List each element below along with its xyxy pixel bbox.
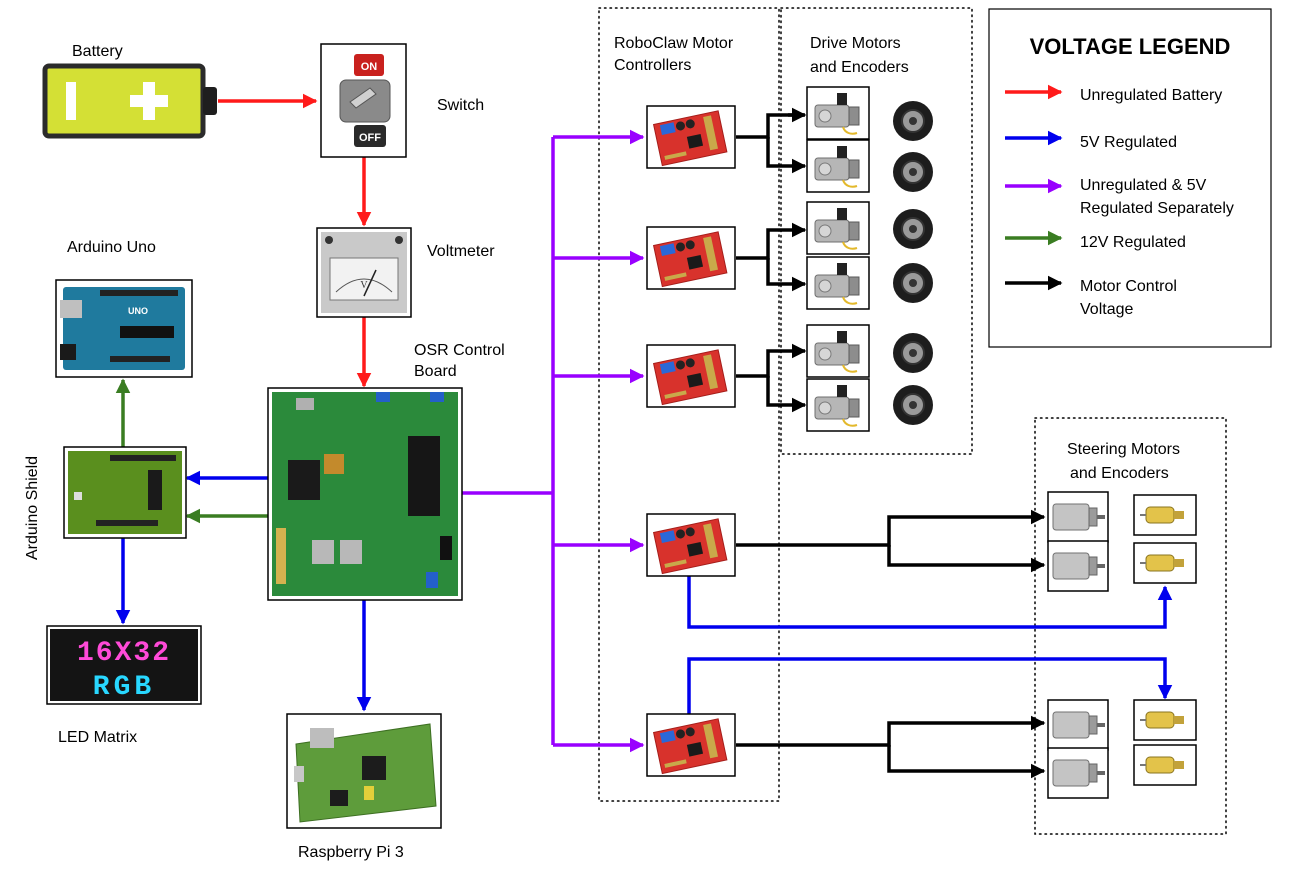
steering-group-label-1: Steering Motors — [1067, 441, 1180, 458]
wire-roboclaw-1-drive — [736, 113, 804, 139]
roboclaw-group-label-1: RoboClaw Motor — [614, 35, 734, 52]
wire-roboclaw-2-drive-bottom — [766, 258, 807, 292]
led-matrix: 16X32 RGB — [46, 625, 202, 705]
steering-group-label-2: and Encoders — [1070, 465, 1169, 482]
steering-encoder-3 — [1133, 699, 1197, 741]
voltmeter: V — [316, 227, 412, 318]
wire-roboclaw-5-encoder — [687, 657, 1173, 716]
raspberry-pi — [286, 713, 442, 829]
drive-motor-1 — [806, 86, 870, 140]
drive-wheel-3 — [892, 208, 934, 250]
legend-separately-label-2: Regulated Separately — [1080, 200, 1234, 217]
raspberry-pi-label: Raspberry Pi 3 — [298, 844, 404, 861]
control-board-label-1: OSR Control — [414, 342, 505, 359]
drive-wheel-1 — [892, 100, 934, 142]
wire-roboclaw-3-drive-bottom — [766, 376, 807, 413]
roboclaw-controller-1 — [646, 105, 736, 169]
steering-motor-3 — [1047, 699, 1109, 751]
drive-motor-5 — [806, 324, 870, 378]
legend-unregulated-label: Unregulated Battery — [1080, 87, 1222, 104]
wire-roboclaw-5-steer-bottom — [887, 745, 1046, 779]
drive-wheel-4 — [892, 262, 934, 304]
voltmeter-label: Voltmeter — [427, 243, 495, 260]
battery — [42, 63, 217, 139]
roboclaw-controller-5 — [646, 713, 736, 777]
switch-label: Switch — [437, 97, 484, 114]
battery-label: Battery — [72, 43, 123, 60]
steering-motor-4 — [1047, 747, 1109, 799]
arduino-shield — [63, 446, 187, 539]
drive-group-label-2: and Encoders — [810, 59, 909, 76]
steering-encoder-4 — [1133, 744, 1197, 786]
steering-encoder-2 — [1133, 542, 1197, 584]
control-board-label-2: Board — [414, 363, 457, 380]
legend-motor-label-2: Voltage — [1080, 301, 1133, 318]
arduino-uno-label: Arduino Uno — [67, 239, 156, 256]
drive-motor-6 — [806, 378, 870, 432]
steering-encoder-1 — [1133, 494, 1197, 536]
roboclaw-group-box — [598, 7, 780, 802]
drive-motor-2 — [806, 139, 870, 193]
toggle-switch: ON OFF — [320, 43, 407, 158]
drive-wheel-2 — [892, 151, 934, 193]
switch-off-label: OFF — [359, 132, 381, 144]
roboclaw-group-label-2: Controllers — [614, 57, 691, 74]
wire-roboclaw-5-steer — [736, 715, 1046, 747]
roboclaw-controller-3 — [646, 344, 736, 408]
legend-12v-label: 12V Regulated — [1080, 234, 1186, 251]
led-matrix-text-2: RGB — [93, 672, 155, 703]
led-matrix-text-1: 16X32 — [77, 638, 171, 669]
legend-separately-label-1: Unregulated & 5V — [1080, 177, 1207, 194]
wire-roboclaw-3-drive — [736, 343, 807, 378]
osr-control-board — [267, 387, 463, 601]
roboclaw-controller-2 — [646, 226, 736, 290]
steering-motor-1 — [1047, 491, 1109, 543]
wire-roboclaw-1-drive-bottom — [766, 137, 807, 174]
roboclaw-controller-4 — [646, 513, 736, 577]
drive-wheel-5 — [892, 332, 934, 374]
drive-group-label-1: Drive Motors — [810, 35, 901, 52]
legend-motor-label-1: Motor Control — [1080, 278, 1177, 295]
drive-motor-3 — [806, 201, 870, 255]
wires — [115, 93, 1173, 779]
drive-motor-4 — [806, 256, 870, 310]
steering-motor-2 — [1047, 540, 1109, 592]
legend-5v-label: 5V Regulated — [1080, 134, 1177, 151]
voltage-legend: VOLTAGE LEGEND Unregulated Battery 5V Re… — [988, 8, 1272, 348]
led-matrix-label: LED Matrix — [58, 729, 137, 746]
arduino-uno: UNO — [55, 279, 193, 378]
wire-roboclaw-4-encoder — [687, 576, 1173, 629]
uno-logo-text: UNO — [128, 306, 148, 316]
battery-minus-icon — [66, 82, 76, 120]
voltmeter-v-label: V — [360, 280, 368, 291]
switch-on-label: ON — [361, 61, 378, 73]
wire-roboclaw-4-steer — [736, 509, 1046, 547]
legend-title: VOLTAGE LEGEND — [1030, 34, 1231, 59]
drive-wheel-6 — [892, 384, 934, 426]
wire-roboclaw-4-steer-bottom — [887, 545, 1046, 573]
wire-roboclaw-2-drive — [736, 222, 807, 260]
arduino-shield-label: Arduino Shield — [24, 456, 41, 560]
